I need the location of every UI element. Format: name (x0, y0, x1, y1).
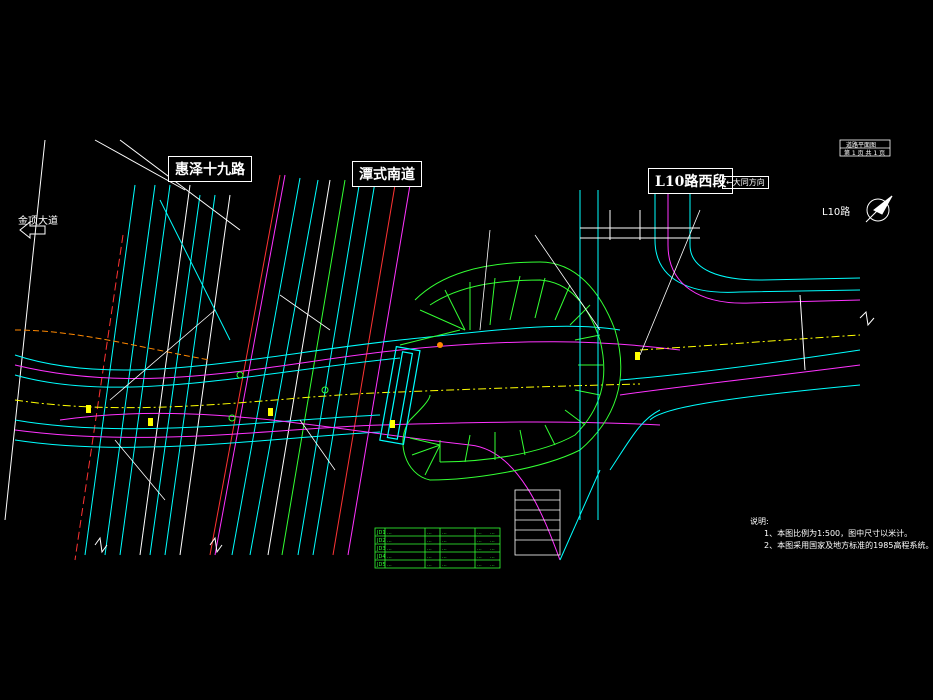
table-cell: ... (387, 562, 392, 568)
markers (86, 342, 640, 428)
direction-label: ←大同方向 (722, 176, 769, 189)
title-block (839, 139, 891, 157)
table-cell: JD3 (376, 546, 386, 552)
table-cell: ... (477, 538, 482, 544)
road-band-center (209, 174, 411, 556)
table-cell: ... (427, 546, 432, 552)
outer-boundaries (4, 139, 241, 521)
table-cell: ... (427, 538, 432, 544)
table-cell: ... (490, 538, 495, 544)
table-cell: JD4 (376, 554, 386, 560)
notes-heading: 说明: (750, 517, 769, 526)
table-cell: ... (477, 546, 482, 552)
table-cell: ... (477, 530, 482, 536)
table-cell: ... (442, 562, 447, 568)
table-cell: ... (490, 546, 495, 552)
table-cell: ... (387, 546, 392, 552)
right-roads (559, 190, 861, 561)
table-cell: ... (442, 538, 447, 544)
table-cell: JD1 (376, 530, 386, 536)
road-label-north-19: 惠泽十九路 (168, 156, 252, 182)
notes-line-2: 2、本图采用国家及地方标准的1985高程系统。 (764, 541, 933, 550)
road-plan-drawing: JD1...............JD2...............JD3.… (4, 139, 893, 569)
curve-table (374, 527, 501, 569)
table-cell: ... (477, 554, 482, 560)
road-label-l10-east: L10路 (822, 207, 851, 218)
road-label-center: 潭式南道 (352, 161, 422, 187)
table-cell: ... (427, 554, 432, 560)
slope-area (399, 261, 622, 481)
arrow-left-icon (19, 220, 46, 240)
table-cell: ... (387, 538, 392, 544)
road-band-left (74, 184, 231, 561)
table-cell: ... (427, 530, 432, 536)
break-marks (94, 310, 875, 554)
road-label-l10: L10路西段 (648, 168, 734, 194)
table-cell: ... (442, 554, 447, 560)
table-cell: ... (387, 530, 392, 536)
table-cell: JD5 (376, 562, 386, 568)
table-cell: ... (442, 530, 447, 536)
main-road-curves (14, 325, 681, 561)
leader-lines (109, 209, 701, 501)
table-cell: ... (477, 562, 482, 568)
table-cell: ... (427, 562, 432, 568)
road-label-left: 金项大道 (18, 216, 58, 227)
table-cell: ... (442, 546, 447, 552)
title-block-row: 第 1 页 共 1 页 (844, 150, 886, 157)
table-cell: ... (490, 562, 495, 568)
table-cell: ... (387, 554, 392, 560)
table-cell: ... (490, 530, 495, 536)
culvert-box (379, 345, 421, 446)
table-cell: JD2 (376, 538, 386, 544)
north-arrow-icon (865, 195, 893, 223)
table-cell: ... (490, 554, 495, 560)
notes-line-1: 1、本图比例为1:500，图中尺寸以米计。 (764, 529, 913, 538)
legend-table (514, 489, 561, 556)
title-block-title: 道路平面图 (846, 142, 877, 149)
